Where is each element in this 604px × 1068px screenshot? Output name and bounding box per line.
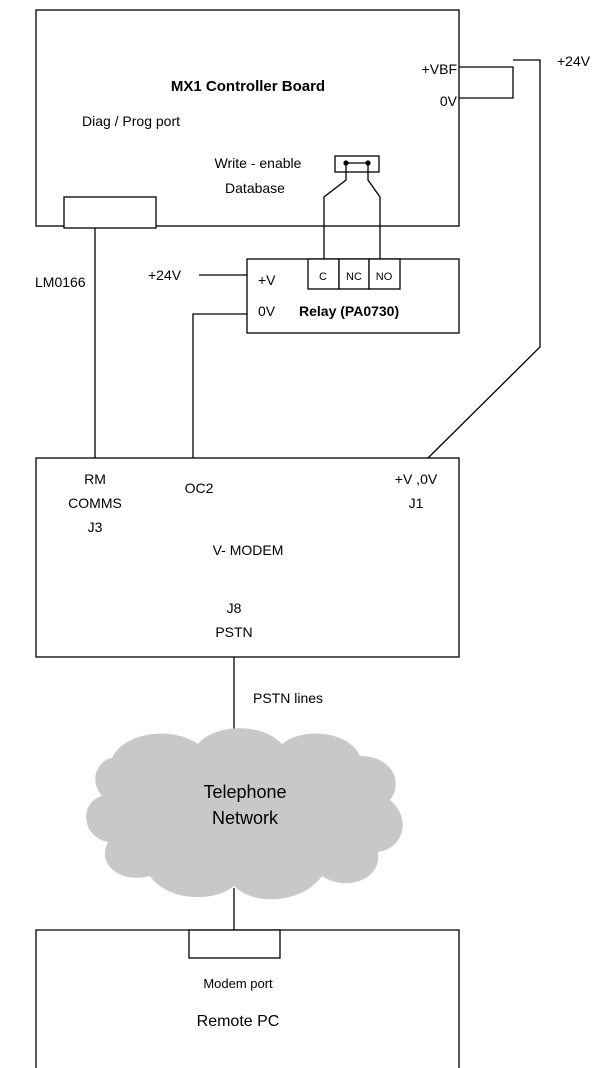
- right-24v-label: +24V: [557, 53, 591, 69]
- rm-label: RM: [84, 471, 106, 487]
- pstn-lines-label: PSTN lines: [253, 690, 323, 706]
- j8-label: J8: [227, 600, 242, 616]
- relay-0v-label: 0V: [258, 303, 276, 319]
- left-24v-label: +24V: [148, 267, 182, 283]
- right-24v-wire: [427, 59, 541, 459]
- network-label-line2: Network: [212, 808, 279, 828]
- controller-0v-terminal-label: 0V: [440, 93, 458, 109]
- modem-port-label: Modem port: [203, 976, 273, 991]
- write-enable-label: Write - enable: [215, 155, 302, 171]
- relay-0v-to-oc2-wire: [192, 313, 247, 458]
- jumper-to-relay-no-wire: [367, 163, 381, 259]
- remote-pc-title: Remote PC: [197, 1013, 280, 1030]
- relay-plus-v-label: +V: [258, 272, 276, 288]
- controller-board-box: [35, 9, 460, 227]
- relay-terminal-nc-label: NC: [346, 271, 362, 283]
- cable-label: LM0166: [35, 274, 86, 290]
- comms-label: COMMS: [68, 495, 122, 511]
- relay-terminal-c: [307, 258, 340, 290]
- modem-port-connector: [188, 929, 281, 959]
- diag-port-label: Diag / Prog port: [82, 113, 180, 129]
- jumper-to-relay-c-wire: [323, 163, 347, 259]
- relay-terminal-nc: [338, 258, 370, 290]
- vbf-wire: [459, 66, 514, 99]
- v-modem-title: V- MODEM: [213, 542, 284, 558]
- oc2-label: OC2: [185, 480, 214, 496]
- pstn-label: PSTN: [215, 624, 252, 640]
- telephone-network-cloud: [86, 728, 403, 900]
- v-modem-box: [35, 457, 460, 658]
- relay-terminal-c-label: C: [319, 271, 327, 283]
- relay-terminal-no: [368, 258, 401, 290]
- write-enable-jumper: [334, 155, 380, 173]
- database-label: Database: [225, 180, 285, 196]
- power-terminal-label: +V ,0V: [395, 471, 438, 487]
- network-label-line1: Telephone: [203, 782, 286, 802]
- relay-title: Relay (PA0730): [299, 303, 399, 319]
- j3-label: J3: [88, 519, 103, 535]
- j1-label: J1: [409, 495, 424, 511]
- diag-port-connector: [63, 196, 157, 229]
- relay-terminal-no-label: NO: [376, 271, 393, 283]
- controller-board-title: MX1 Controller Board: [171, 78, 325, 95]
- vbf-terminal-label: +VBF: [422, 61, 457, 77]
